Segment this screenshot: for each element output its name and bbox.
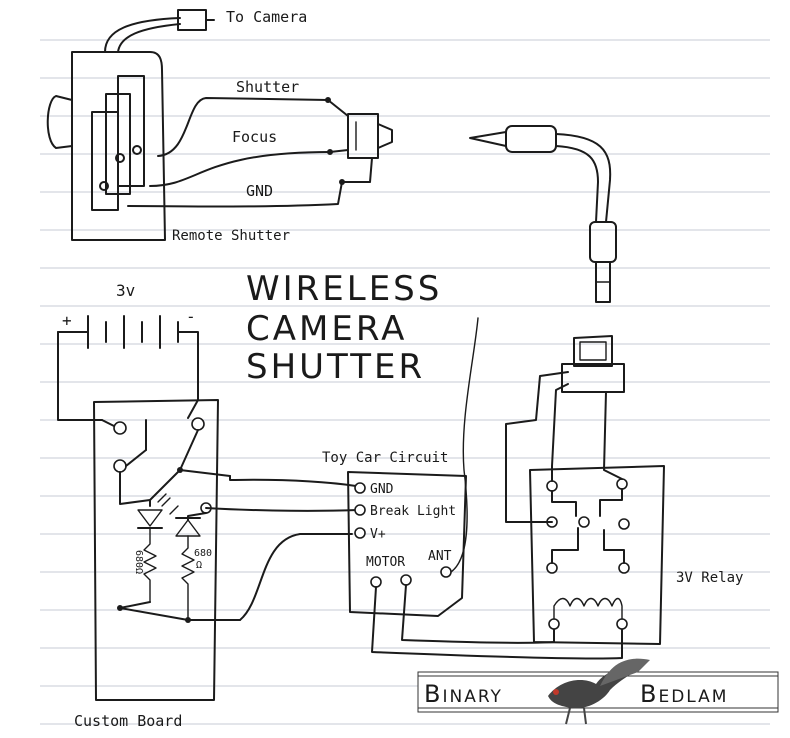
custom-board-label: Custom Board [74, 712, 182, 730]
camera-plug-cable [469, 125, 617, 303]
toy-car-circuit [347, 471, 467, 617]
battery-voltage-label: 3v [116, 281, 135, 300]
toy-car-circuit-label: Toy Car Circuit [322, 450, 448, 466]
title-line-1: WIRELESS [246, 269, 442, 309]
custom-board [93, 399, 241, 701]
title-line-2: CAMERA [246, 309, 407, 349]
toy-gnd-terminal [354, 482, 366, 494]
toy-break-light-terminal [354, 504, 366, 516]
motor-terminal-2 [400, 574, 412, 586]
motor-terminal-1 [370, 576, 382, 588]
toy-break-light-label: Break Light [370, 504, 456, 519]
focus-wire-label: Focus [232, 128, 277, 146]
binary-bedlam-watermark: Binary Bedlam [417, 658, 779, 725]
gnd-wire-label: GND [246, 182, 273, 200]
battery-symbol [57, 315, 199, 421]
resistor-1-value: 680Ω [133, 550, 144, 574]
relay-label: 3V Relay [676, 570, 743, 586]
battery-minus-label: - [186, 307, 196, 326]
battery-plus-label: + [62, 311, 72, 330]
watermark-right-word: Bedlam [640, 680, 728, 708]
relay-3v [529, 465, 665, 645]
resistor-2-value-top: 680 [194, 548, 212, 559]
resistor-2 [181, 535, 195, 621]
relay-coil [553, 597, 623, 620]
resistor-2-value-bottom: Ω [196, 560, 202, 571]
antenna-wire [450, 317, 479, 573]
toy-gnd-label: GND [370, 482, 394, 497]
jack-socket-right [505, 335, 625, 523]
antenna-label: ANT [428, 549, 452, 564]
camera-plug-icon [177, 9, 207, 31]
watermark-left-word: Binary [424, 680, 503, 708]
toy-vplus-label: V+ [370, 527, 386, 542]
resistor-1 [143, 527, 157, 603]
remote-jack-socket [325, 97, 393, 185]
shutter-wire-label: Shutter [236, 78, 299, 96]
remote-shutter-device [46, 9, 215, 241]
remote-shutter-label: Remote Shutter [172, 228, 290, 244]
plug-sleeve-icon [505, 125, 557, 153]
toy-vplus-terminal [354, 527, 366, 539]
led-1 [137, 509, 163, 527]
ruled-lines [40, 39, 770, 725]
antenna-terminal [440, 566, 452, 578]
to-camera-label: To Camera [226, 8, 307, 26]
title-line-3: SHUTTER [246, 347, 425, 387]
motor-label: MOTOR [366, 555, 405, 570]
dragon-logo-icon [548, 658, 650, 725]
